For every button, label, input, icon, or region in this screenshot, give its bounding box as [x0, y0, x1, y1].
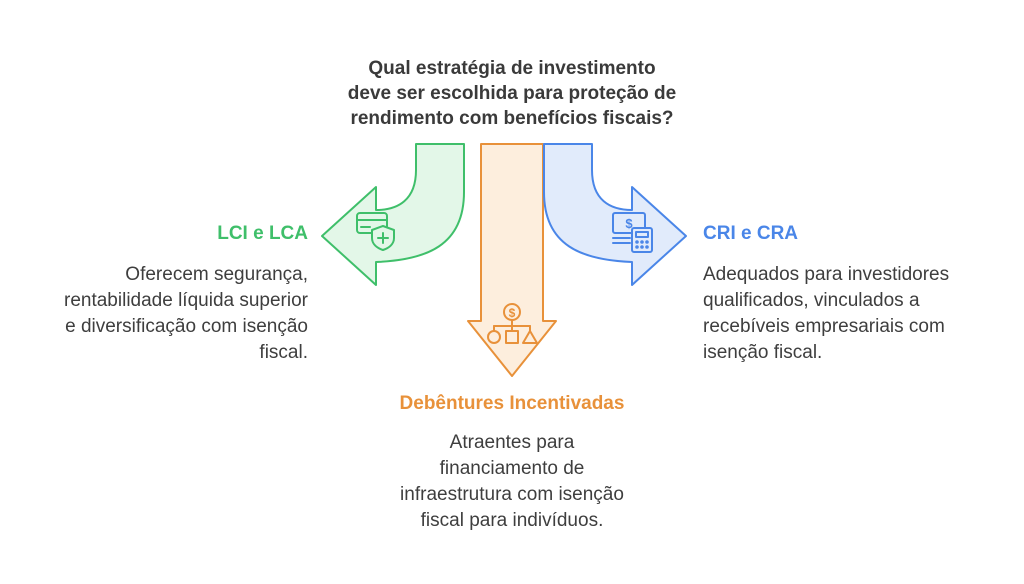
description-line: rentabilidade líquida superior — [64, 290, 308, 311]
center-arrow — [467, 143, 557, 377]
description-line: qualificados, vinculados a — [703, 290, 920, 311]
option-description-debentures: Atraentes para financiamento de infraest… — [312, 430, 712, 534]
svg-text:$: $ — [625, 216, 633, 231]
description-line: fiscal. — [259, 342, 308, 363]
description-line: Adequados para investidores — [703, 264, 950, 285]
description-line: infraestrutura com isenção — [400, 484, 624, 505]
description-line: e diversificação com isenção — [65, 316, 308, 337]
card-shield-icon — [356, 212, 395, 251]
left-arrow — [321, 143, 465, 286]
description-line: financiamento de — [439, 458, 585, 479]
question-line: deve ser escolhida para proteção de — [347, 83, 677, 104]
description-line: fiscal para indivíduos. — [420, 510, 604, 531]
money-calculator-icon: $ — [612, 212, 653, 253]
description-line: Atraentes para — [449, 432, 575, 453]
description-line: Oferecem segurança, — [125, 264, 308, 285]
question-line: rendimento com benefícios fiscais? — [350, 108, 674, 129]
svg-text:$: $ — [509, 306, 516, 320]
option-label-cri-cra: CRI e CRA — [703, 223, 799, 244]
option-description-lci-lca: Oferecem segurança, rentabilidade líquid… — [64, 262, 308, 366]
description-line: isenção fiscal. — [703, 342, 823, 363]
question-title: Qual estratégia de investimento deve ser… — [312, 56, 712, 131]
dollar-flowchart-icon: $ — [487, 303, 538, 344]
question-line: Qual estratégia de investimento — [368, 58, 656, 79]
option-label-lci-lca: LCI e LCA — [217, 223, 308, 244]
description-line: recebíveis empresariais com — [703, 316, 945, 337]
option-label-debentures: Debêntures Incentivadas — [399, 393, 625, 414]
option-description-cri-cra: Adequados para investidores qualificados… — [703, 262, 949, 366]
